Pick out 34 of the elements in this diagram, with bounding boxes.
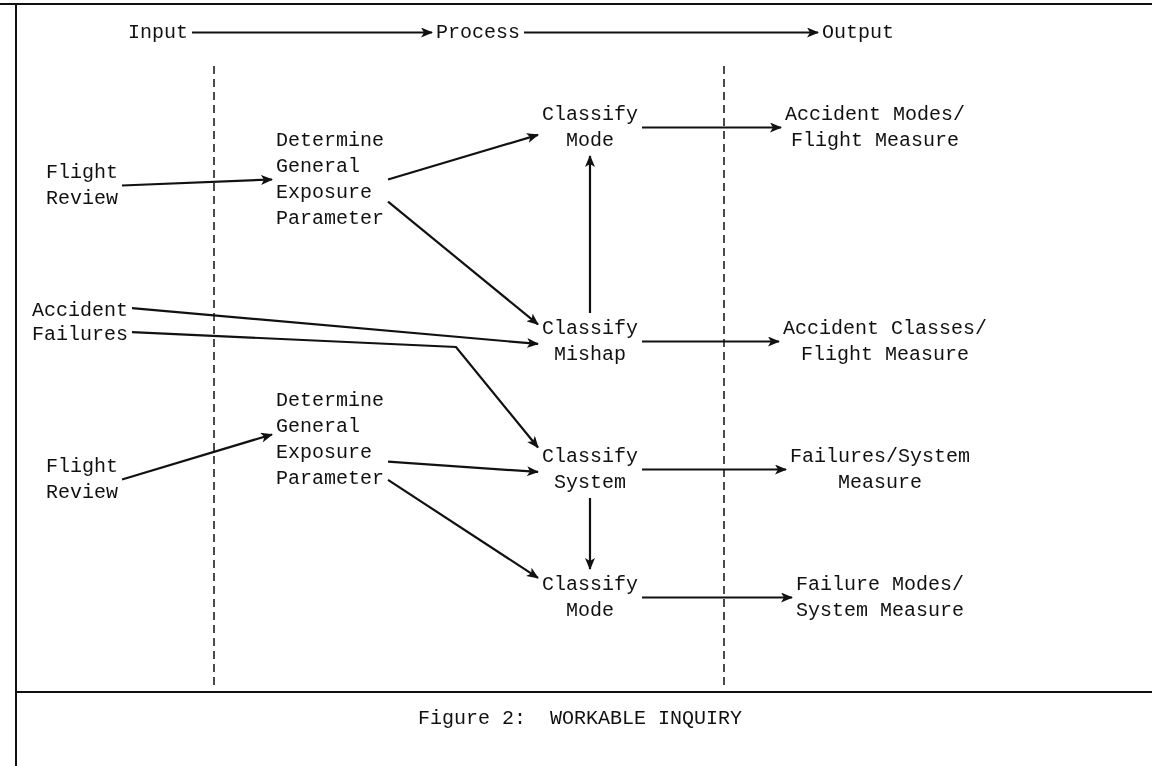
arrow bbox=[121, 174, 273, 187]
arrow bbox=[642, 336, 780, 347]
arrow bbox=[585, 155, 595, 313]
node-label: Classify Mishap bbox=[536, 316, 644, 368]
node-label: Failures bbox=[32, 322, 132, 348]
arrow bbox=[524, 27, 819, 38]
node-label: Failure Modes/ System Measure bbox=[780, 572, 980, 624]
arrow bbox=[192, 27, 433, 38]
node-label: Process bbox=[436, 20, 526, 46]
arrow bbox=[642, 464, 787, 475]
node-label: Determine General Exposure Parameter bbox=[276, 128, 394, 232]
node-label: Flight Review bbox=[46, 454, 136, 506]
node-label: Output bbox=[822, 20, 902, 46]
arrow bbox=[387, 460, 539, 477]
node-label: Classify Mode bbox=[536, 102, 644, 154]
arrow bbox=[387, 478, 539, 579]
node-label: Flight Review bbox=[46, 160, 136, 212]
node-label: Input bbox=[128, 20, 198, 46]
arrow bbox=[642, 592, 793, 603]
node-label: Failures/System Measure bbox=[780, 444, 980, 496]
node-label: Classify Mode bbox=[536, 572, 644, 624]
node-label: Classify System bbox=[536, 444, 644, 496]
node-label: Determine General Exposure Parameter bbox=[276, 388, 394, 492]
node-label: Accident bbox=[32, 298, 132, 324]
figure-caption: Figure 2: WORKABLE INQUIRY bbox=[416, 706, 744, 732]
node-label: Accident Classes/ Flight Measure bbox=[780, 316, 990, 368]
arrow bbox=[131, 307, 539, 348]
node-label: Accident Modes/ Flight Measure bbox=[780, 102, 970, 154]
arrow bbox=[387, 200, 539, 326]
arrow bbox=[642, 122, 782, 133]
arrow bbox=[387, 133, 539, 181]
arrow bbox=[121, 432, 273, 481]
arrow bbox=[585, 498, 595, 570]
arrow bbox=[131, 331, 539, 449]
